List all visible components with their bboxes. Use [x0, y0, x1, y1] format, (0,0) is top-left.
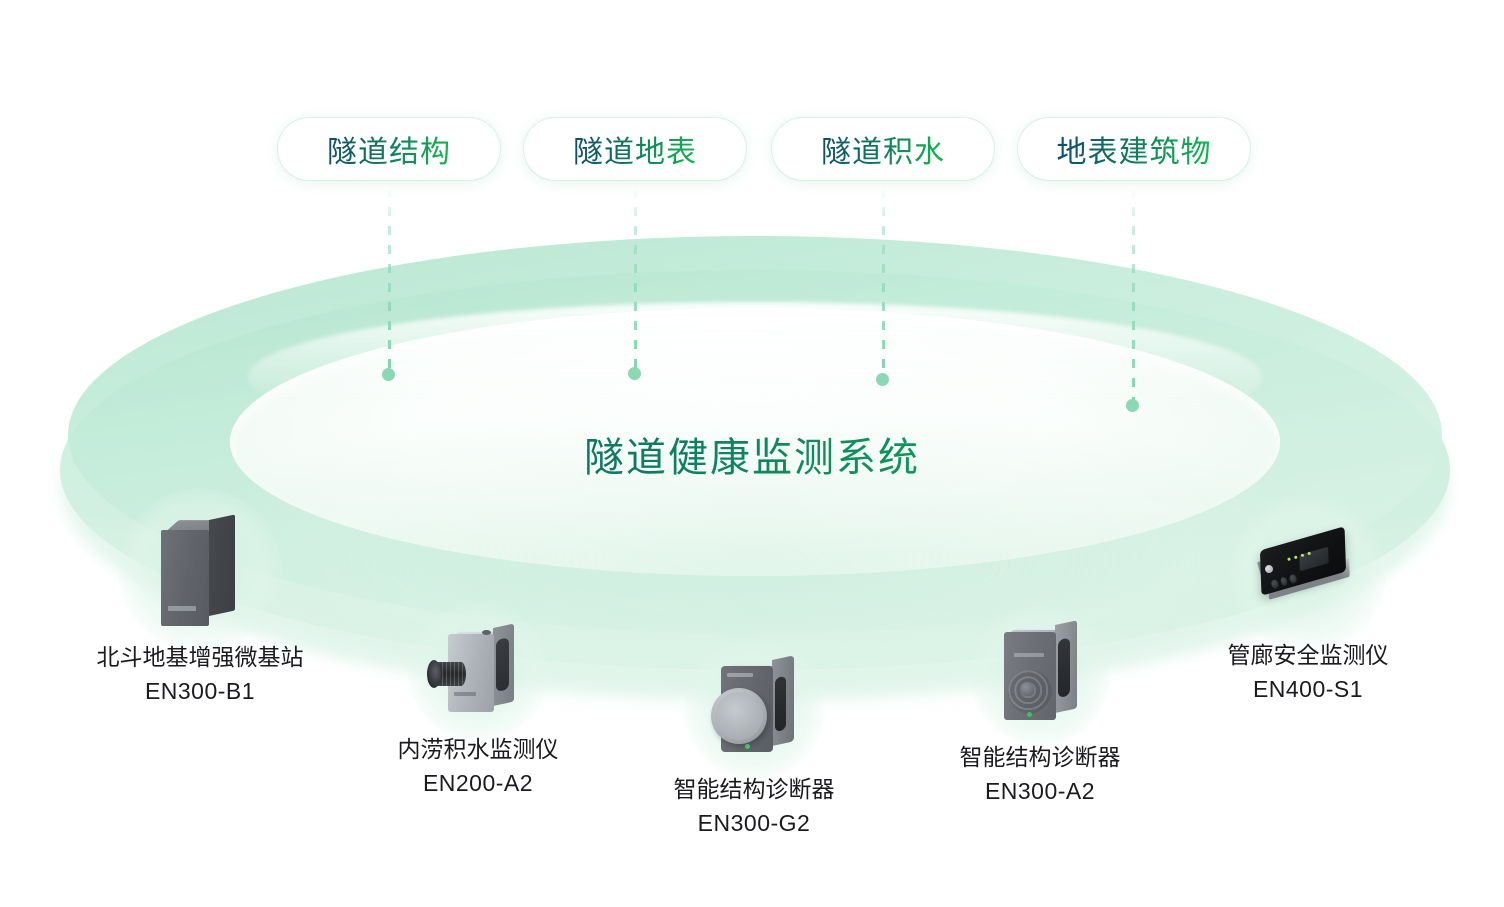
device-model: EN400-S1 — [1252, 676, 1364, 702]
connector-line-2 — [634, 188, 637, 370]
category-pill-tunnel-surface[interactable]: 隧道地表 — [524, 118, 746, 180]
connector-dot-3 — [876, 373, 889, 386]
device-model: EN300-G2 — [697, 810, 811, 836]
ring-highlight — [248, 302, 1262, 452]
connector-line-3 — [882, 188, 885, 376]
device-name: 智能结构诊断器 — [673, 776, 835, 802]
category-pill-tunnel-water[interactable]: 隧道积水 — [772, 118, 994, 180]
category-pill-label: 隧道地表 — [573, 127, 697, 171]
device-model: EN200-A2 — [422, 770, 534, 796]
connector-dot-2 — [628, 367, 641, 380]
category-pill-label: 地表建筑物 — [1057, 127, 1212, 171]
flat-gateway-device-icon — [1253, 526, 1363, 612]
device-model: EN300-A2 — [984, 778, 1096, 804]
connector-dot-1 — [382, 368, 395, 381]
device-caption: 管廊安全监测仪 EN400-S1 — [1148, 638, 1468, 706]
connector-line-4 — [1132, 188, 1135, 402]
device-model: EN300-B1 — [144, 678, 256, 704]
device-name: 内涝积水监测仪 — [397, 736, 559, 762]
device-name: 管廊安全监测仪 — [1227, 642, 1389, 668]
device-name: 北斗地基增强微基站 — [96, 644, 304, 670]
category-pill-label: 隧道积水 — [821, 127, 945, 171]
connector-line-1 — [388, 188, 391, 370]
category-pill-tunnel-structure[interactable]: 隧道结构 — [278, 118, 500, 180]
device-caption: 智能结构诊断器 EN300-G2 — [594, 772, 914, 840]
connector-dot-4 — [1126, 399, 1139, 412]
category-pill-label: 隧道结构 — [327, 127, 451, 171]
category-pill-surface-buildings[interactable]: 地表建筑物 — [1018, 118, 1250, 180]
ripple-sensor-device-icon — [996, 620, 1084, 728]
lens-camera-device-icon — [427, 623, 526, 718]
tower-device-icon — [161, 514, 239, 626]
device-caption: 内涝积水监测仪 EN200-A2 — [318, 732, 638, 800]
device-name: 智能结构诊断器 — [959, 744, 1121, 770]
center-system-title: 隧道健康监测系统 — [0, 425, 1504, 483]
device-caption: 智能结构诊断器 EN300-A2 — [880, 740, 1200, 808]
device-caption: 北斗地基增强微基站 EN300-B1 — [40, 640, 360, 708]
disc-sensor-device-icon — [707, 655, 801, 760]
system-ring-graphic — [60, 236, 1450, 710]
